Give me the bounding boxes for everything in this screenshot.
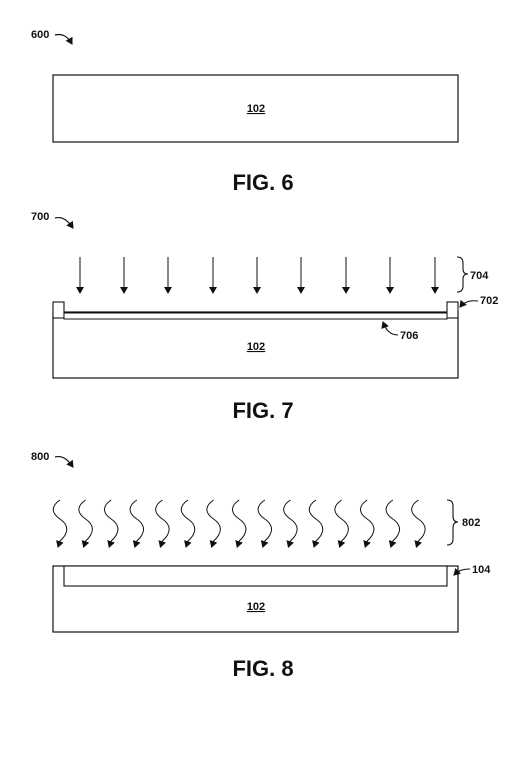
fig8-ref-arrow	[54, 455, 74, 468]
fig8-wave-arrow	[206, 499, 221, 548]
fig6-substrate-label: 102	[247, 103, 265, 115]
fig8-layer	[63, 565, 448, 587]
fig7-ref-arrow	[54, 216, 74, 229]
fig8-wave-arrow	[52, 499, 68, 548]
fig7-pillar-leader	[459, 299, 479, 308]
fig7-layer-label: 706	[400, 330, 418, 342]
fig7-brace	[456, 256, 469, 293]
fig8-wave-arrow	[411, 499, 426, 548]
fig8-wave-arrow	[334, 499, 349, 548]
fig6-caption: FIG. 6	[232, 170, 293, 195]
fig7-thin-layer	[63, 312, 448, 320]
fig7-substrate-label: 102	[247, 341, 265, 353]
fig6-substrate	[52, 74, 459, 143]
fig8-wave-arrow	[78, 499, 93, 548]
fig8-wave-arrow	[257, 499, 273, 548]
figure-7: 700 704 702 706 102 FIG. 7	[31, 211, 498, 423]
fig7-layer-leader	[381, 321, 399, 336]
fig7-ref-label: 700	[31, 211, 49, 223]
fig8-ref-label: 800	[31, 451, 49, 463]
fig7-caption: FIG. 7	[232, 398, 293, 423]
fig8-wave-arrow	[385, 499, 401, 548]
fig8-brace	[446, 499, 459, 546]
fig8-wave-arrow	[155, 499, 170, 548]
fig8-wave-arrow	[180, 499, 196, 548]
fig8-wave-arrow	[283, 499, 298, 548]
fig7-left-pillar	[52, 301, 65, 319]
fig8-wave-group	[52, 499, 426, 548]
fig7-substrate	[52, 311, 459, 379]
fig6-ref-arrow	[54, 33, 73, 45]
fig7-pillar-label: 702	[480, 295, 498, 307]
fig7-arrow-group	[76, 257, 439, 294]
fig8-caption: FIG. 8	[232, 656, 293, 681]
fig8-wave-arrow	[308, 499, 324, 548]
fig8-wave-arrow	[129, 499, 145, 548]
fig8-wave-arrow	[103, 499, 119, 548]
fig6-ref-label: 600	[31, 29, 49, 41]
fig7-arrows-label: 704	[470, 270, 489, 282]
fig8-substrate-label: 102	[247, 601, 265, 613]
fig8-wave-arrow	[231, 499, 247, 548]
figure-8: 800 802 104 102 FIG. 8	[31, 451, 491, 681]
fig8-layer-label: 104	[472, 564, 491, 576]
fig8-waves-label: 802	[462, 517, 480, 529]
fig8-wave-arrow	[359, 499, 375, 548]
figure-6: 600 102 FIG. 6	[31, 29, 459, 195]
fig8-layer-leader	[453, 567, 471, 576]
fig7-right-pillar	[446, 301, 459, 319]
